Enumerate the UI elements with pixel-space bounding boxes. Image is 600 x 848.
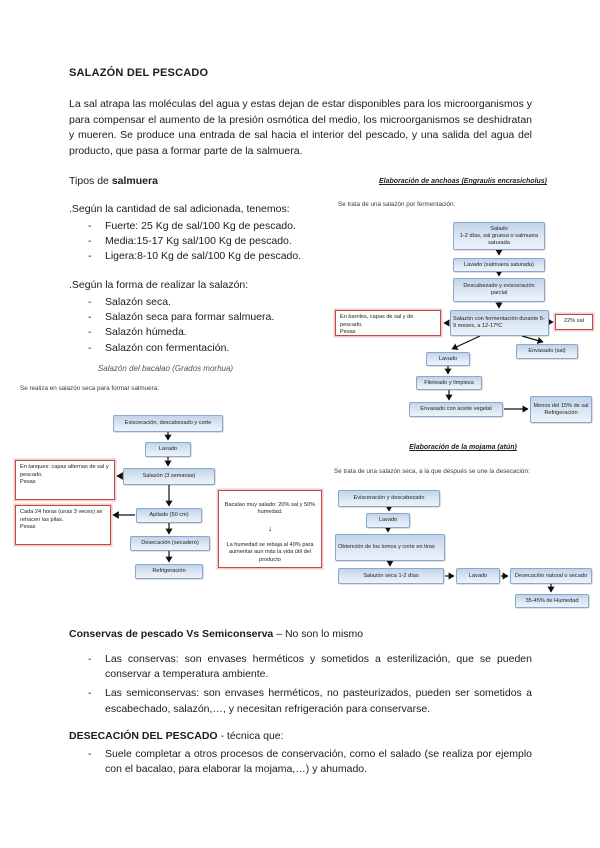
- list-item: Salazón seca para formar salmuera.: [69, 310, 532, 325]
- flow-box-salazon-seca: Salazón seca 1-2 días: [338, 568, 444, 584]
- flow-box-lavado: Lavado: [145, 442, 191, 457]
- down-arrow-icon: ↓: [268, 524, 272, 533]
- conservas-list: Las conservas: son envases herméticos y …: [69, 652, 532, 721]
- callout-barriles: En barriles, capas de sal y de pescado. …: [335, 310, 441, 336]
- flow-box-lavado1: Lavado: [366, 513, 410, 528]
- callout-bacalao-salado: Bacalao muy salado: 20% sal y 50% humeda…: [218, 490, 322, 568]
- list-item: Salazón seca.: [69, 295, 532, 310]
- flow-box-fileteado: Fileteado y limpieza: [416, 376, 482, 390]
- diagram-subtitle: Se trata de una salazón seca, a la que d…: [334, 468, 530, 475]
- diagram-title: Elaboración de la mojama (atún): [409, 444, 517, 451]
- callout-tanques: En tanques: capas alternas de sal y pesc…: [15, 460, 115, 500]
- flow-box-evisceracion: Evisceración y descabezado: [338, 490, 440, 507]
- callout-text-top: Bacalao muy salado: 20% sal y 50% humeda…: [224, 501, 316, 516]
- flow-box-menos-sal: Menos del 15% de sal Refrigeración: [530, 396, 592, 423]
- list-item: Salazón húmeda.: [69, 325, 532, 340]
- list-item: Ligera:8-10 Kg de sal/100 Kg de pescado.: [69, 249, 532, 264]
- list-cantidad: Fuerte: 25 Kg de sal/100 Kg de pescado. …: [69, 219, 532, 265]
- tipos-salmuera-heading: Tipos de salmuera: [69, 175, 158, 187]
- flow-box-refrigeracion: Refrigeración: [135, 564, 203, 579]
- callout-rehacer-pilas: Cada 24 horas (unas 3 veces) se rehacen …: [15, 505, 111, 545]
- flow-box-lavado2: Lavado: [426, 352, 470, 366]
- heading-rest: - técnica que:: [217, 730, 284, 742]
- diagram-title: Elaboración de anchoas (Engraulis encras…: [378, 178, 548, 185]
- heading-rest: – No son lo mismo: [273, 628, 364, 640]
- heading-bold: Conservas de pescado Vs Semiconserva: [69, 628, 274, 640]
- flow-box-lavado-salmuera: Lavado (salmuera saturada): [453, 258, 545, 272]
- diagram-bacalao: Salazón del bacalao (Grados morhua) Se r…: [8, 360, 323, 610]
- list-item: Suele completar a otros procesos de cons…: [69, 747, 532, 777]
- list-forma-intro: .Según la forma de realizar la salazón:: [69, 279, 249, 291]
- diagram-title: Salazón del bacalao (Grados morhua): [97, 364, 234, 373]
- flow-box-fermentacion: Salazón con fermentación durante 6-9 mes…: [450, 310, 549, 336]
- flow-box-apilado: Apilado (50 cm): [136, 508, 202, 523]
- diagram-anchoas: Elaboración de anchoas (Engraulis encras…: [330, 178, 596, 434]
- callout-22-sal: 22% sal: [555, 314, 593, 330]
- list-forma: Salazón seca. Salazón seca para formar s…: [69, 295, 532, 356]
- diagram-mojama: Elaboración de la mojama (atún) Se trata…: [330, 442, 596, 612]
- list-item: Las conservas: son envases herméticos y …: [69, 652, 532, 682]
- heading-bold: DESECACIÓN DEL PESCADO: [69, 730, 218, 742]
- conservas-heading: Conservas de pescado Vs Semiconserva – N…: [69, 628, 363, 640]
- heading-prefix: Tipos de: [69, 175, 112, 187]
- flow-box-desecacion-natural: Desecación natural o secado: [510, 568, 592, 584]
- page-title: SALAZÓN DEL PESCADO: [69, 67, 209, 79]
- diagram-subtitle: Se realiza en salazón seca para formar s…: [20, 385, 159, 392]
- flow-box-descabezado: Descabezado y evisceración parcial: [453, 278, 545, 302]
- list-cantidad-intro: .Según la cantidad de sal adicionada, te…: [69, 203, 290, 215]
- desecacion-heading: DESECACIÓN DEL PESCADO - técnica que:: [69, 730, 284, 742]
- flow-box-lavado2: Lavado: [456, 568, 500, 584]
- flow-box-envasado-aceite: Envasado con aceite vegetal: [409, 402, 503, 417]
- list-item: Fuerte: 25 Kg de sal/100 Kg de pescado.: [69, 219, 532, 234]
- flow-box-evisceracion: Evisceración, descabezado y corte: [113, 415, 223, 432]
- flow-box-humedad: 35-45% de Humedad: [515, 594, 589, 608]
- flow-box-envasado-sal: Envasado (sal): [516, 344, 578, 359]
- flow-box-salado: Salado 1-2 días, sal gruesa o salmuera s…: [453, 222, 545, 250]
- flow-box-desecacion: Desecación (secadero): [130, 536, 210, 551]
- heading-bold: salmuera: [111, 175, 158, 187]
- callout-text-bottom: La humedad se rebaja al 40% para aumenta…: [226, 541, 314, 563]
- list-item: Media:15-17 Kg sal/100 Kg de pescado.: [69, 234, 532, 249]
- list-item: Salazón con fermentación.: [69, 341, 532, 356]
- desecacion-list: Suele completar a otros procesos de cons…: [69, 747, 532, 781]
- flow-box-lomos: Obtención de los lomos y corte en tiras: [335, 534, 445, 561]
- list-item: Las semiconservas: son envases hermético…: [69, 686, 532, 716]
- diagram-subtitle: Se trata de una salazón por fermentación…: [338, 201, 456, 208]
- intro-paragraph: La sal atrapa las moléculas del agua y e…: [69, 98, 532, 157]
- flow-box-salazon: Salazón (3 semanas): [123, 468, 215, 485]
